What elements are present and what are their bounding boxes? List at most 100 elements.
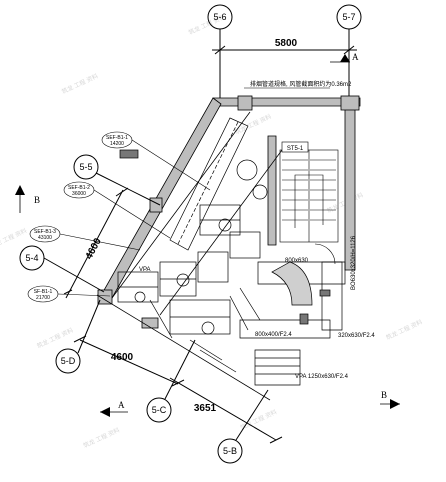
grid-label-5-5: 5-5 [79, 162, 92, 172]
column-mid-left [149, 197, 163, 213]
duct-network [117, 117, 346, 386]
grid-line-5-B [235, 389, 269, 441]
duct-label-b: 800x400/F2.4 [255, 332, 292, 338]
left-grid [19, 154, 161, 374]
fan-circle-3 [218, 218, 232, 232]
dim-tick [269, 436, 283, 444]
view-marker-right [380, 399, 400, 409]
grid-label-5-7: 5-7 [342, 12, 355, 22]
grid-bubble-5-5 [73, 154, 99, 180]
column-bottom [141, 317, 159, 329]
dim-tick [73, 335, 87, 343]
dimension-bottom-center: 3651 [194, 403, 217, 414]
equipment-tag: SEF-B1-1 [106, 135, 128, 141]
grid-label-5-4: 5-4 [25, 253, 38, 263]
room-label: ST5-1 [287, 146, 304, 152]
fan-circle-1 [236, 159, 258, 181]
damper-1 [119, 149, 139, 159]
dimension-bottom-left: 4600 [111, 352, 134, 363]
column-top-right [340, 95, 360, 111]
equipment-value: 43100 [38, 235, 52, 241]
fan-circle-2 [252, 184, 268, 200]
wall-stair-left [267, 135, 277, 246]
watermark-text: 筑龙 工程 资料 [0, 226, 28, 250]
grid-bubble-5-C [146, 397, 172, 423]
duct-elbow [271, 261, 313, 306]
door-swing [314, 243, 336, 265]
lower-right-duct [254, 349, 301, 386]
grid-bubble-5-D [55, 348, 81, 374]
duct-label-a: 320x630/F2.4 [338, 333, 375, 339]
top-note: 排烟管道规格, 风管截面积约为0.36m2 [250, 80, 352, 88]
view-marker-bottom-label: A [118, 400, 125, 410]
fan-unit-6 [229, 231, 261, 259]
dim-tick [63, 289, 73, 295]
dim-line-bottom-center [169, 377, 277, 441]
vertical-duct [321, 261, 343, 331]
duct-label-main: 800x630 [285, 258, 309, 264]
fan-circle-6 [201, 321, 215, 335]
view-marker-left [15, 185, 25, 213]
grid-line-5-5 [95, 172, 161, 206]
duct-label-vpa-bottom: VPA 1250x630/F2.4 [295, 374, 349, 380]
dim-tick [343, 45, 355, 55]
room-label-box [281, 141, 309, 153]
duct-label-vpa-left: VPA [139, 267, 151, 273]
equipment-tags [27, 131, 211, 303]
grid-line-5-4 [43, 257, 105, 293]
wall-top [212, 97, 361, 107]
grid-line-5-D [77, 299, 101, 354]
grid-label-5-D: 5-D [61, 356, 76, 366]
column-top-left [237, 95, 253, 111]
watermark-text: 筑龙 工程 资料 [82, 426, 121, 450]
watermark-text: 筑龙 工程 资料 [385, 318, 424, 342]
top-grid [207, 4, 362, 98]
view-marker-top-label: A [352, 52, 359, 62]
damper-3 [299, 313, 309, 325]
view-marker-top [330, 54, 350, 63]
fan-circle-4 [176, 273, 190, 287]
dim-tick [171, 379, 185, 387]
equipment-tag: SF-B1-1 [34, 289, 53, 295]
equipment-leader [131, 139, 211, 191]
watermark-text: 筑龙 工程 资料 [234, 112, 273, 136]
equipment-leader [59, 233, 141, 251]
diagonal-main-duct [169, 117, 249, 251]
view-marker-bottom [100, 407, 128, 417]
equipment-value: 14200 [110, 141, 124, 147]
equipment-value: 21700 [36, 295, 50, 301]
dim-line-bottom-left [79, 339, 179, 385]
grid-label-5-6: 5-6 [213, 12, 226, 22]
column-low-left [97, 289, 113, 305]
dimension-left: 4600 [84, 236, 104, 261]
building-walls [97, 95, 361, 329]
fan-circle-5 [134, 291, 146, 303]
dim-tick [214, 45, 226, 55]
equipment-tag: SEF-B1-2 [68, 185, 90, 191]
fan-unit-3 [197, 251, 229, 283]
grid-bubble-5-B [217, 438, 243, 464]
watermark-text: 筑龙 工程 资料 [60, 72, 99, 96]
view-marker-left-label: B [34, 195, 40, 205]
stair-arrow [294, 174, 324, 228]
bottom-grid [73, 335, 283, 464]
equipment-leader [93, 189, 171, 239]
duct-label-vertical: BO630x320/H=1126 [351, 235, 357, 290]
structural-grid-lines [96, 111, 283, 401]
dim-tick [115, 187, 129, 197]
damper-2 [319, 289, 331, 297]
watermark-text: 筑龙 工程 资料 [35, 326, 74, 350]
view-marker-right-label: B [381, 390, 387, 400]
grid-label-5-C: 5-C [152, 405, 167, 415]
stairs [279, 149, 339, 265]
equipment-value: 36000 [72, 191, 86, 197]
dim-line-left [65, 189, 124, 299]
grid-line-5-C [164, 339, 196, 400]
watermark-text: 筑龙 工程 资料 [239, 408, 278, 432]
equipment-leader [57, 293, 111, 297]
dimension-top: 5800 [275, 38, 298, 49]
horizontal-main-duct [257, 261, 346, 285]
grid-label-5-B: 5-B [223, 446, 237, 456]
equipment-tag: SEF-B1-3 [34, 229, 56, 235]
